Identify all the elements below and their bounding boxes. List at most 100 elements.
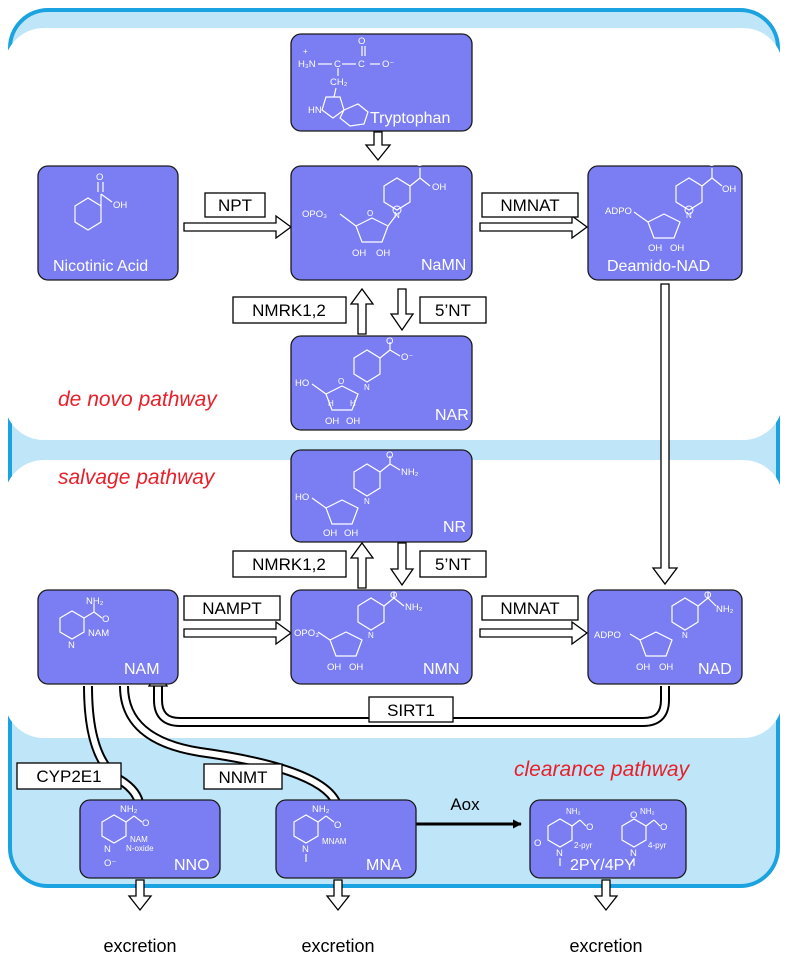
svg-text:OH: OH	[636, 662, 650, 673]
svg-text:4-pyr: 4-pyr	[648, 841, 667, 850]
molecule-deamido-nad[interactable]: N O OH ADPO OH OH Deamido-NAD	[587, 158, 743, 281]
svg-text:H₃N: H₃N	[298, 59, 316, 70]
molecule-nr[interactable]: N O NH₂ HO OH OH NR	[290, 449, 473, 543]
svg-text:N: N	[686, 211, 692, 220]
enzyme-5nt-salvage[interactable]: 5’NT	[419, 550, 487, 578]
svg-text:HO: HO	[295, 378, 309, 389]
svg-text:N: N	[68, 640, 75, 651]
svg-text:OPO₃: OPO₃	[302, 209, 327, 220]
svg-text:HO: HO	[295, 492, 309, 503]
arrow-nno-excretion	[127, 879, 153, 912]
svg-text:NH₂: NH₂	[405, 602, 423, 613]
svg-text:N: N	[394, 211, 400, 220]
svg-text:O: O	[386, 336, 393, 347]
svg-text:O: O	[586, 822, 593, 833]
svg-text:NPT: NPT	[218, 196, 252, 215]
molecule-2py-4py[interactable]: NH₂ O O N 2-pyr NH₂ O O N 4-pyr 2PY/4PY	[529, 799, 687, 879]
arrow-tryptophan-to-namn	[364, 131, 392, 162]
svg-text:SIRT1: SIRT1	[387, 701, 435, 720]
svg-text:O: O	[390, 590, 397, 601]
svg-text:OH: OH	[344, 528, 358, 539]
svg-text:O: O	[386, 450, 393, 461]
svg-text:MNAM: MNAM	[322, 837, 347, 846]
svg-text:NMNAT: NMNAT	[500, 196, 559, 215]
svg-text:N: N	[630, 848, 637, 859]
molecule-nmn[interactable]: N O NH₂ OPO₃ OH OH NMN	[290, 589, 473, 685]
molecule-tryptophan[interactable]: + H₃N C C O O⁻ CH₂ HN Tryptophan	[290, 33, 473, 132]
svg-text:OH: OH	[346, 416, 360, 427]
molecule-nicotinic-acid[interactable]: O OH Nicotinic Acid	[37, 165, 179, 281]
svg-text:OH: OH	[349, 662, 363, 673]
arrow-nar-to-namn	[349, 287, 375, 335]
svg-text:NH₂: NH₂	[312, 804, 330, 815]
molecule-nno[interactable]: NH₂ O N NAM N-oxide O⁻ NNO	[79, 799, 221, 879]
enzyme-nmrk-de-novo[interactable]: NMRK1,2	[232, 296, 347, 324]
molecule-namn[interactable]: N O OH O OPO₃ OH OH NaMN	[290, 158, 473, 281]
arrow-nicotinic-acid-to-namn	[183, 214, 293, 240]
molecule-nar[interactable]: N O O⁻ O HO H H OH OH NAR	[290, 335, 473, 431]
tryptophan-label: Tryptophan	[370, 110, 450, 127]
enzyme-nmrk-salvage[interactable]: NMRK1,2	[232, 550, 347, 578]
svg-text:N: N	[364, 383, 370, 392]
arrow-deamido-nad-to-nad	[651, 283, 679, 586]
nicotinic-acid-label: Nicotinic Acid	[53, 258, 148, 275]
svg-text:H: H	[350, 399, 356, 408]
svg-text:OH: OH	[722, 184, 736, 195]
enzyme-sirt1[interactable]: SIRT1	[368, 696, 454, 723]
svg-text:NNMT: NNMT	[218, 768, 267, 787]
salvage-pathway-label: salvage pathway	[58, 466, 216, 489]
enzyme-nnmt[interactable]: NNMT	[203, 763, 283, 790]
svg-text:5’NT: 5’NT	[435, 301, 471, 320]
nmn-label: NMN	[423, 661, 459, 678]
enzyme-npt[interactable]: NPT	[204, 192, 266, 218]
svg-text:O: O	[142, 818, 149, 829]
arrow-nmn-to-nad	[479, 620, 589, 646]
svg-text:+: +	[303, 47, 308, 56]
arrow-namn-to-nar	[389, 288, 415, 332]
svg-text:NMNAT: NMNAT	[500, 599, 559, 618]
svg-text:NMRK1,2: NMRK1,2	[252, 555, 326, 574]
molecule-nad[interactable]: N O NH₂ ADPO OH OH NAD	[587, 589, 743, 685]
arrow-mna-excretion	[325, 879, 351, 912]
svg-text:OH: OH	[432, 182, 446, 193]
mna-label: MNA	[366, 857, 402, 874]
svg-text:NAM: NAM	[88, 628, 109, 639]
nno-label: NNO	[174, 857, 210, 874]
svg-text:C: C	[334, 59, 341, 70]
svg-text:C: C	[358, 59, 365, 70]
enzyme-nmnat-de-novo[interactable]: NMNAT	[481, 192, 579, 218]
arrow-nam-to-nmn	[183, 620, 293, 646]
excretion-mna-label: excretion	[301, 936, 374, 956]
svg-text:NH₂: NH₂	[401, 467, 419, 478]
nar-label: NAR	[435, 407, 469, 424]
svg-text:N: N	[368, 631, 374, 640]
svg-text:ADPO: ADPO	[594, 630, 621, 641]
svg-text:ADPO: ADPO	[605, 206, 632, 217]
svg-text:O: O	[704, 590, 711, 601]
svg-text:OH: OH	[648, 243, 662, 254]
nad-label: NAD	[698, 661, 732, 678]
svg-text:O: O	[334, 820, 341, 831]
molecule-mna[interactable]: NH₂ O N MNAM MNA	[275, 799, 417, 879]
svg-text:OH: OH	[670, 243, 684, 254]
svg-text:O: O	[102, 614, 109, 625]
svg-text:NAM: NAM	[130, 835, 148, 844]
svg-text:O⁻: O⁻	[401, 352, 413, 363]
namn-label: NaMN	[421, 257, 466, 274]
svg-text:O: O	[358, 36, 365, 47]
enzyme-nmnat-salvage[interactable]: NMNAT	[481, 595, 579, 621]
svg-text:N: N	[364, 497, 370, 506]
enzyme-nampt[interactable]: NAMPT	[183, 595, 281, 621]
arrow-namn-to-deamido-nad	[479, 214, 589, 240]
svg-text:O⁻: O⁻	[104, 858, 116, 869]
svg-text:O: O	[630, 810, 637, 821]
svg-text:O: O	[338, 377, 344, 386]
enzyme-cyp2e1[interactable]: CYP2E1	[16, 762, 122, 790]
enzyme-5nt-de-novo[interactable]: 5’NT	[419, 296, 487, 324]
svg-text:OH: OH	[659, 662, 673, 673]
svg-text:N: N	[104, 844, 111, 855]
svg-text:O⁻: O⁻	[382, 59, 394, 70]
molecule-nam[interactable]: NH₂ O N NAM NAM	[37, 589, 179, 685]
svg-text:OPO₃: OPO₃	[294, 628, 319, 639]
